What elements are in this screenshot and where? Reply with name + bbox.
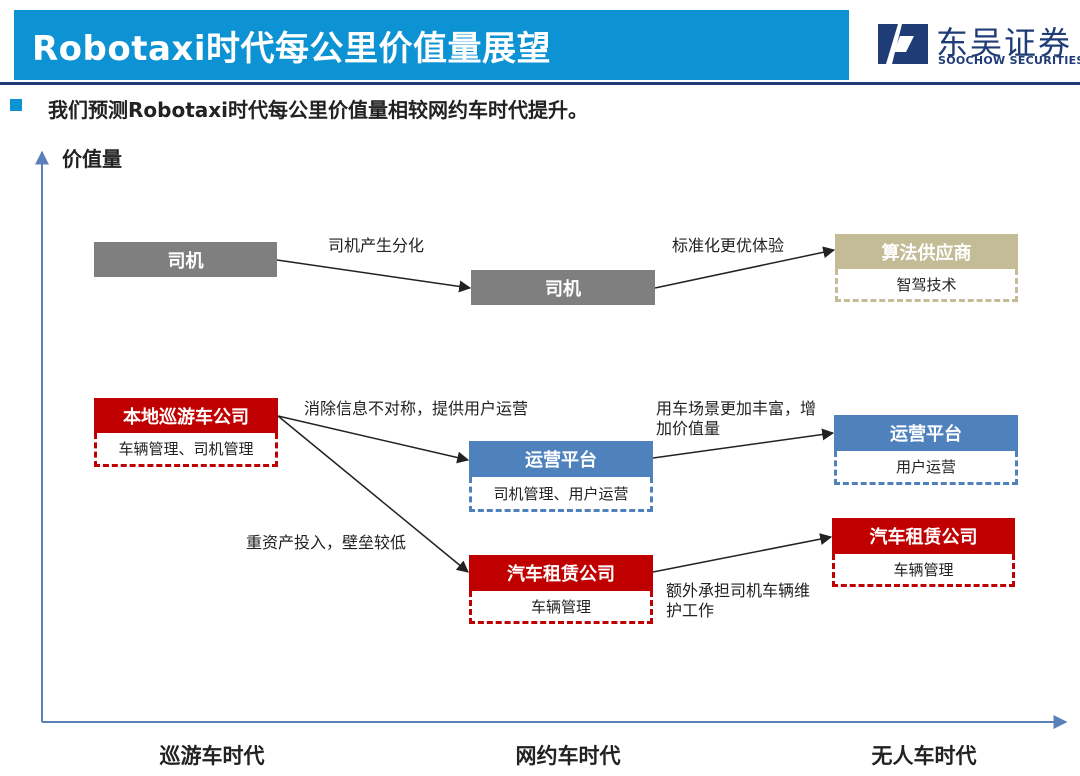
era-label-taxi: 巡游车时代	[159, 744, 265, 768]
edge-note-extra-duty-2: 护工作	[666, 601, 715, 620]
arrow-company-to-platform	[277, 415, 470, 464]
arrow-driver-to-driver	[276, 259, 472, 293]
node-rh-driver: 司机	[471, 270, 655, 305]
node-rh-rental-sub: 车辆管理	[469, 591, 653, 624]
logo-mark-icon	[878, 24, 928, 64]
bullet-icon	[10, 99, 22, 111]
node-rh-platform-sub: 司机管理、用户运营	[469, 477, 653, 512]
node-av-algo: 算法供应商	[835, 234, 1018, 269]
node-av-rental: 汽车租赁公司	[832, 518, 1015, 554]
node-rh-platform: 运营平台	[469, 441, 653, 477]
edge-note-heavy-asset: 重资产投入，壁垒较低	[246, 533, 407, 552]
brand-logo: 东吴证券 SOOCHOW SECURITIES	[874, 16, 1080, 74]
node-av-platform-sub: 用户运营	[834, 451, 1018, 485]
edge-note-extra-duty-1: 额外承担司机车辆维	[666, 581, 811, 600]
subtitle: 我们预测Robotaxi时代每公里价值量相较网约车时代提升。	[48, 98, 589, 122]
edge-note-richer-scene-1: 用车场景更加丰富，增	[656, 399, 817, 418]
edge-note-richer-scene-2: 加价值量	[656, 419, 721, 438]
era-label-robotaxi: 无人车时代	[871, 744, 977, 768]
arrow-rental-to-rental	[652, 533, 833, 573]
edge-note-standard-exp: 标准化更优体验	[672, 236, 785, 255]
logo-text-cn: 东吴证券	[936, 24, 1073, 62]
header-rule	[0, 82, 1080, 85]
y-axis-label: 价值量	[62, 147, 122, 171]
node-taxi-company-sub: 车辆管理、司机管理	[94, 433, 278, 467]
node-taxi-company: 本地巡游车公司	[94, 398, 278, 433]
arrow-company-to-rental	[277, 415, 469, 573]
logo-text-en: SOOCHOW SECURITIES	[938, 54, 1080, 67]
edge-note-info-asym: 消除信息不对称，提供用户运营	[304, 399, 529, 418]
node-av-algo-sub: 智驾技术	[835, 269, 1018, 302]
node-av-platform: 运营平台	[834, 415, 1018, 451]
page-title: Robotaxi时代每公里价值量展望	[32, 28, 552, 69]
era-label-ride-hailing: 网约车时代	[515, 744, 621, 768]
node-rh-rental: 汽车租赁公司	[469, 555, 653, 591]
node-av-rental-sub: 车辆管理	[832, 554, 1015, 587]
node-taxi-driver: 司机	[94, 242, 277, 277]
arrow-driver-to-algo	[654, 246, 836, 289]
arrow-platform-to-platform	[652, 428, 835, 459]
title-bar: Robotaxi时代每公里价值量展望	[14, 10, 849, 80]
edge-note-driver-split: 司机产生分化	[328, 236, 425, 255]
